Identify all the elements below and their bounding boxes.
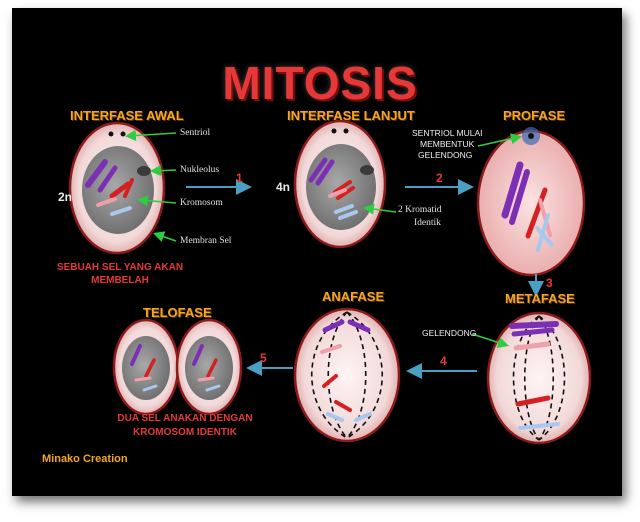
label-sentriol-mulai-line3: GELENDONG — [418, 150, 473, 160]
step-number-5: 5 — [260, 351, 267, 365]
label-sentriol-mulai-line2: MEMBENTUK — [420, 139, 475, 149]
label-nukleolus: Nukleolus — [180, 165, 220, 175]
caption-telofase-line1: DUA SEL ANAKAN DENGAN — [117, 413, 253, 424]
stage-interfase-awal: INTERFASE AWAL — [70, 108, 184, 123]
cell-telofase-right — [175, 318, 243, 416]
stage-profase: PROFASE — [503, 108, 566, 123]
step-number-2: 2 — [436, 171, 443, 185]
label-membran-sel: Membran Sel — [180, 236, 232, 246]
cell-interfase-lanjut — [293, 119, 387, 249]
step-number-1: 1 — [236, 171, 243, 185]
page-title: MITOSIS — [222, 57, 418, 109]
ploidy-4n: 4n — [276, 180, 291, 194]
label-kromosom: Kromosom — [180, 198, 223, 208]
caption-awal-line2: MEMBELAH — [91, 275, 149, 286]
label-sentriol: Sentriol — [180, 128, 211, 138]
label-gelendong: GELENDONG — [422, 328, 477, 338]
cell-anafase — [293, 307, 401, 443]
centriole — [108, 131, 114, 137]
step-number-3: 3 — [546, 276, 553, 290]
step-number-4: 4 — [440, 354, 447, 368]
caption-awal-line1: SEBUAH SEL YANG AKAN — [56, 262, 184, 273]
cell-profase — [476, 127, 586, 277]
credit-text: Minako Creation — [42, 453, 128, 465]
nucleolus — [137, 166, 151, 176]
cell-interfase-awal — [68, 121, 166, 255]
cell-telofase-left — [112, 318, 180, 416]
stage-interfase-lanjut: INTERFASE LANJUT — [287, 108, 415, 123]
stage-telofase: TELOFASE — [143, 305, 212, 320]
stage-anafase: ANAFASE — [322, 289, 385, 304]
label-kromatid-line2: Identik — [414, 218, 441, 228]
stage-metafase: METAFASE — [505, 291, 575, 306]
ploidy-2n: 2n — [58, 190, 73, 204]
label-sentriol-mulai-line1: SENTRIOL MULAI — [412, 128, 483, 138]
cell-metafase — [486, 311, 592, 445]
label-kromatid-line1: 2 Kromatid — [398, 205, 442, 215]
caption-telofase-line2: KROMOSOM IDENTIK — [133, 427, 237, 438]
